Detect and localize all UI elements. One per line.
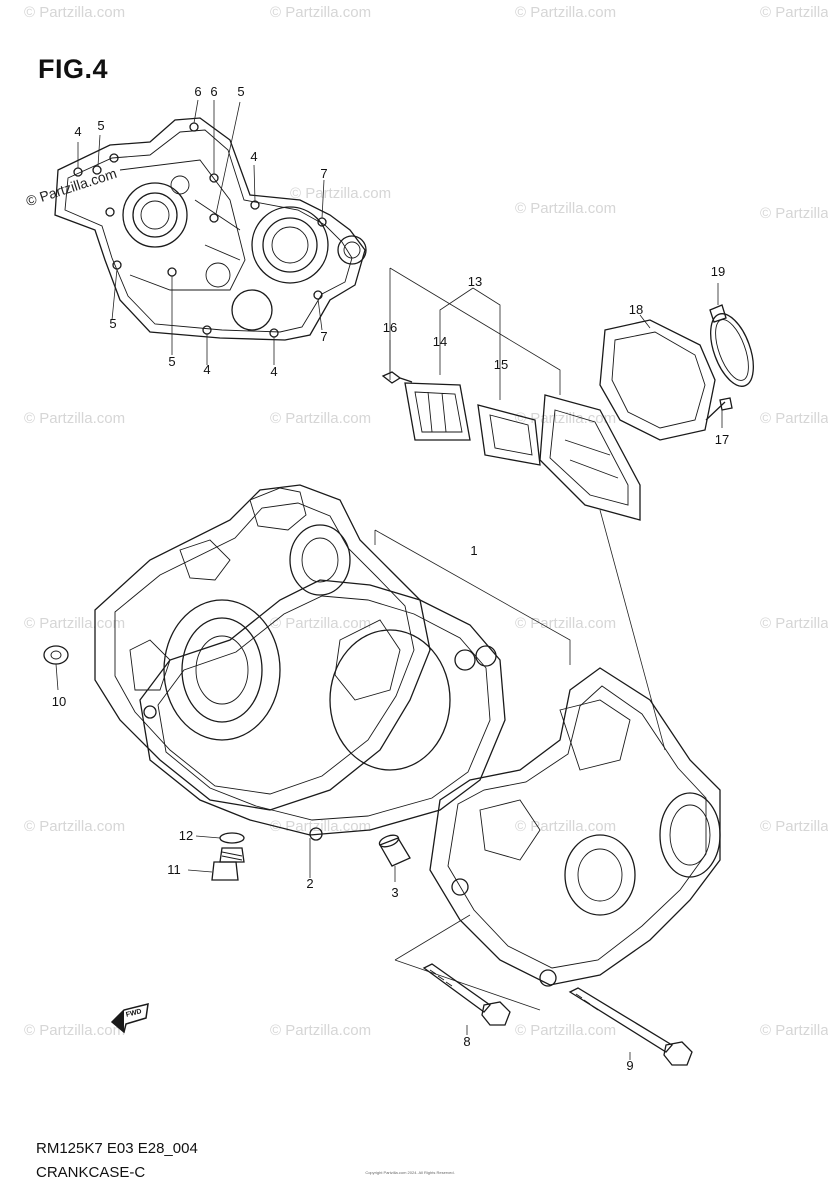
watermark-text: © Partzilla.com: [270, 410, 372, 427]
watermark-text: © Partzilla.com: [24, 410, 126, 427]
left-crankcase-half: [94, 484, 431, 811]
watermark-text: © Partzilla.com: [515, 410, 617, 427]
watermark-text: © Partzilla.com: [760, 818, 828, 835]
watermark-text: © Partzilla.com: [515, 4, 617, 21]
callout-5: 5: [109, 316, 117, 331]
drain-plug-part: [187, 832, 245, 881]
bolt-9-part: [568, 987, 693, 1066]
callout-1: 1: [470, 543, 478, 558]
crankcase-gasket: [139, 529, 571, 878]
watermark-text: © Partzilla.com: [270, 4, 372, 21]
reed-valve-assembly: [381, 267, 754, 751]
callout-7: 7: [320, 166, 328, 181]
watermark-text: © Partzilla.com: [24, 4, 126, 21]
watermark-text: © Partzilla.com: [24, 1022, 126, 1039]
watermark-text: © Partzilla.com: [760, 1022, 828, 1039]
crankcase-bolt-pattern-view: [54, 99, 367, 365]
callout-3: 3: [391, 885, 399, 900]
callout-11: 11: [167, 862, 181, 877]
callout-12: 12: [178, 828, 194, 843]
callout-9: 9: [626, 1058, 634, 1073]
dowel-pin-part: [378, 834, 411, 882]
callout-5: 5: [97, 118, 105, 133]
callout-6: 6: [210, 84, 218, 99]
callout-5: 5: [168, 354, 176, 369]
copyright-notice: Copyright Partzilla.com 2024. All Rights…: [365, 1170, 455, 1175]
fwd-arrow-icon: [110, 1003, 149, 1034]
callout-19: 19: [710, 264, 726, 279]
callout-6: 6: [194, 84, 202, 99]
callout-18: 18: [628, 302, 644, 317]
figure-code: RM125K7 E03 E28_004: [36, 1140, 198, 1157]
watermark-text: © Partzilla.com: [760, 410, 828, 427]
callout-10: 10: [51, 694, 67, 709]
watermark-text: © Partzilla.com: [24, 615, 126, 632]
callout-14: 14: [432, 334, 448, 349]
callout-7: 7: [320, 329, 328, 344]
callout-16: 16: [382, 320, 398, 335]
watermark-text: © Partzilla.com: [760, 4, 828, 21]
right-crankcase-half: [394, 667, 721, 1011]
callout-4: 4: [270, 364, 278, 379]
callout-4: 4: [250, 149, 258, 164]
callout-2: 2: [306, 876, 314, 891]
callout-17: 17: [714, 432, 730, 447]
watermark-text: © Partzilla.com: [760, 615, 828, 632]
watermark-text: © Partzilla.com: [270, 1022, 372, 1039]
callout-13: 13: [467, 274, 483, 289]
callout-15: 15: [493, 357, 509, 372]
callout-5: 5: [237, 84, 245, 99]
callout-4: 4: [74, 124, 82, 139]
figure-name: CRANKCASE-C: [36, 1164, 146, 1181]
watermark-text: © Partzilla.com: [290, 185, 392, 202]
watermark-text: © Partzilla.com: [515, 615, 617, 632]
watermark-text: © Partzilla.com: [270, 615, 372, 632]
watermark-text: © Partzilla.com: [24, 818, 126, 835]
oil-seal-part: [43, 645, 69, 691]
watermark-text: © Partzilla.com: [760, 205, 828, 222]
watermark-text: © Partzilla.com: [515, 1022, 617, 1039]
callout-4: 4: [203, 362, 211, 377]
bolt-8-part: [422, 963, 511, 1035]
callout-8: 8: [463, 1034, 471, 1049]
figure-title: FIG.4: [38, 54, 109, 84]
watermark-text: © Partzilla.com: [515, 818, 617, 835]
watermark-text: © Partzilla.com: [515, 200, 617, 217]
